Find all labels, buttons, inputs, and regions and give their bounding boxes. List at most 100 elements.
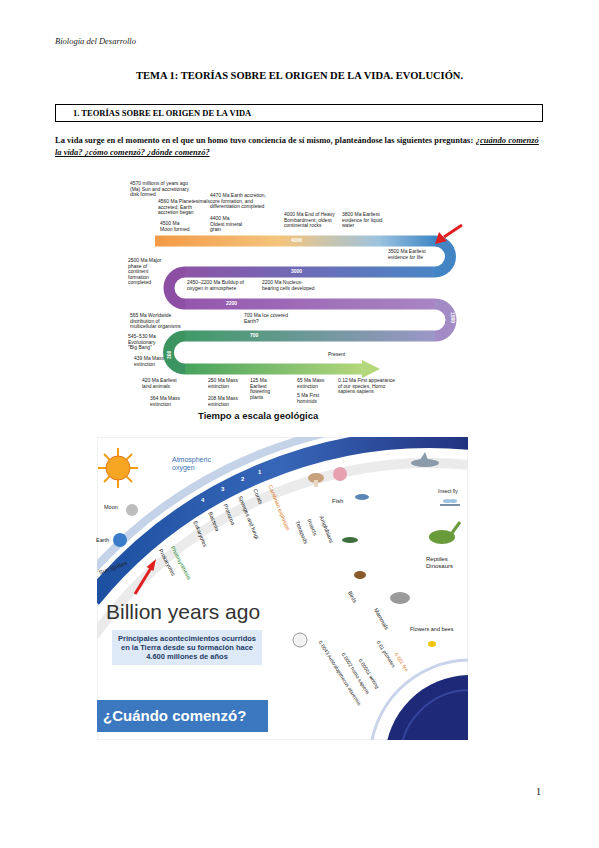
red-pointer: [444, 225, 462, 237]
body-text: La vida surge en el momento en el que un…: [55, 135, 473, 145]
evolution-arc-figure: [97, 437, 468, 740]
moon-icon: [126, 504, 138, 516]
rotated-figure-label: Cambrian explosion: [267, 484, 291, 531]
rotated-figure-label: 0.001 fire: [393, 652, 409, 673]
bee-icon: [428, 641, 436, 647]
rotated-figure-label: Protozoa: [222, 503, 236, 526]
figure-label: 700: [250, 333, 258, 339]
present-disk: [385, 675, 468, 740]
figure-label: 565 Ma Worldwide distribution of multice…: [130, 313, 185, 330]
figure-label: Insect fly: [438, 489, 458, 495]
figure-label: 700 Ma Ice covered Earth?: [244, 313, 289, 324]
sun-icon: [98, 448, 138, 488]
red-pointer-head: [435, 232, 447, 244]
rotated-figure-label: Corals: [252, 488, 264, 505]
bird-icon: [354, 571, 366, 579]
figure-label: Fish: [332, 498, 343, 505]
figure-label: 4560 Ma Planetesimals accreted; Earth ac…: [158, 199, 210, 216]
figure-label: 65 Ma Mass extinction: [297, 378, 333, 389]
mammal-icon: [390, 592, 410, 604]
figure-label: 1: [258, 469, 261, 476]
shark-icon: [411, 459, 439, 467]
figure-label: 250 Ma Mass extinction: [208, 378, 244, 389]
timeline-band: [185, 364, 364, 375]
figure-label: Billion years ago: [106, 600, 260, 623]
photosynthesis-band: [97, 463, 468, 639]
page-title: TEMA 1: TEORÍAS SOBRE EL ORIGEN DE LA VI…: [0, 70, 599, 81]
skull-icon: [293, 633, 307, 647]
figure-label: 3500 Ma Earliest evidence for life: [388, 249, 438, 260]
figure-ground: [97, 437, 468, 740]
figure-label: Flowers and bees: [410, 626, 453, 632]
figure-label: 208 Ma Mass extinction: [208, 396, 248, 407]
mushroom-icon: [314, 480, 318, 487]
red-pointer-head: [147, 559, 156, 571]
rotated-figure-label: Mammals: [373, 607, 390, 631]
rotated-figure-label: Sun ignites: [98, 560, 128, 576]
dragonfly-icon: [449, 499, 457, 503]
geologic-timeline: [155, 225, 462, 378]
coral-icon: [333, 467, 347, 481]
lizard-icon: [342, 537, 358, 543]
figure-label: 3800 Ma Earliest evidence for liquid wat…: [342, 212, 384, 229]
figure-label: Reptiles Dinosaurs: [426, 556, 458, 569]
figure-label: 4500 Ma Moon formed: [160, 221, 190, 232]
fish-icon: [355, 494, 369, 500]
figure-label: 2450–2200 Ma Buildup of oxygen in atmosp…: [187, 280, 247, 291]
sun-ray: [104, 454, 132, 482]
question-banner: ¿Cuándo comenzó?: [97, 700, 268, 732]
figure-label: 4000: [291, 238, 302, 244]
red-pointer: [135, 568, 151, 594]
box-text: ¿Cuándo comenzó?: [103, 707, 262, 725]
figure-label: 4570 millions of years ago (Ma) Sun and …: [130, 181, 198, 198]
figure-label: 2200 Ma Nucleus-bearing cells developed: [262, 280, 317, 291]
rotated-figure-label: 1500: [450, 312, 456, 323]
paragraph: La vida surge en el momento en el que un…: [55, 134, 545, 159]
running-header: Biología del Desarrollo: [55, 36, 136, 46]
timeline-band: [185, 267, 435, 278]
rotated-figure-label: Eukaryotes: [192, 520, 208, 548]
figure-label: Atmospheric oxygen: [172, 456, 214, 471]
time-arc-band: [97, 439, 468, 599]
earth-icon: [113, 533, 127, 547]
timeline-band: [185, 331, 435, 342]
present-disk-ring: [370, 660, 468, 740]
figure-label: 4000 Ma End of Heavy Bombardment; oldest…: [284, 212, 339, 229]
figure-label: 545–530 Ma Evolutionary "Big Bang": [128, 334, 161, 351]
timeline-band: [185, 299, 435, 310]
page-number: 1: [536, 786, 541, 798]
rotated-figure-label: Amphibians: [318, 515, 334, 544]
figure-label: Earth: [96, 537, 109, 543]
figure-label: 2500 Ma Major phase of continent formati…: [128, 258, 166, 286]
rotated-figure-label: 300: [167, 351, 173, 359]
figure-label: 2200: [226, 301, 237, 307]
rotated-figure-label: Bacteria: [207, 511, 220, 532]
section-heading-box: 1. TEORÍAS SOBRE EL ORIGEN DE LA VIDA: [55, 104, 543, 122]
figure-label: Tiempo a escala geológica: [198, 411, 318, 421]
rotated-figure-label: 0.01 primates: [375, 640, 396, 669]
timeline-arrowhead: [362, 360, 380, 378]
figure-label: 125 Ma Earliest flowering plants: [250, 378, 284, 400]
figure-label: 5 Ma First hominids: [297, 393, 337, 404]
figure-label: Present: [328, 352, 345, 358]
sun-icon: [106, 456, 130, 480]
figure-label: 2: [241, 476, 244, 483]
figure-label: 4400 Ma Oldest mineral grain: [210, 216, 245, 233]
figure-label: 3: [221, 486, 224, 493]
figure-label: 439 Ma Mass extinction: [134, 356, 164, 367]
figure-label: 4470 Ma Earth accretion, core formation,…: [210, 193, 268, 210]
timeline-band: [169, 272, 185, 304]
figure-label: 420 Ma Earliest land animals: [142, 378, 178, 389]
timeline-band: [155, 236, 435, 247]
rotated-figure-label: Birds: [347, 590, 359, 604]
rotated-figure-label: Insects: [306, 518, 318, 536]
figure-label: 364 Ma Mass extinction: [150, 396, 184, 407]
sun-ray: [104, 454, 132, 482]
figure-label: 4: [201, 497, 204, 504]
shark-icon: [420, 452, 428, 460]
figure-label: 3000: [291, 269, 302, 275]
timeline-band: [435, 241, 450, 272]
figure-label: 0.12 Ma First appearance of our species,…: [338, 378, 398, 395]
